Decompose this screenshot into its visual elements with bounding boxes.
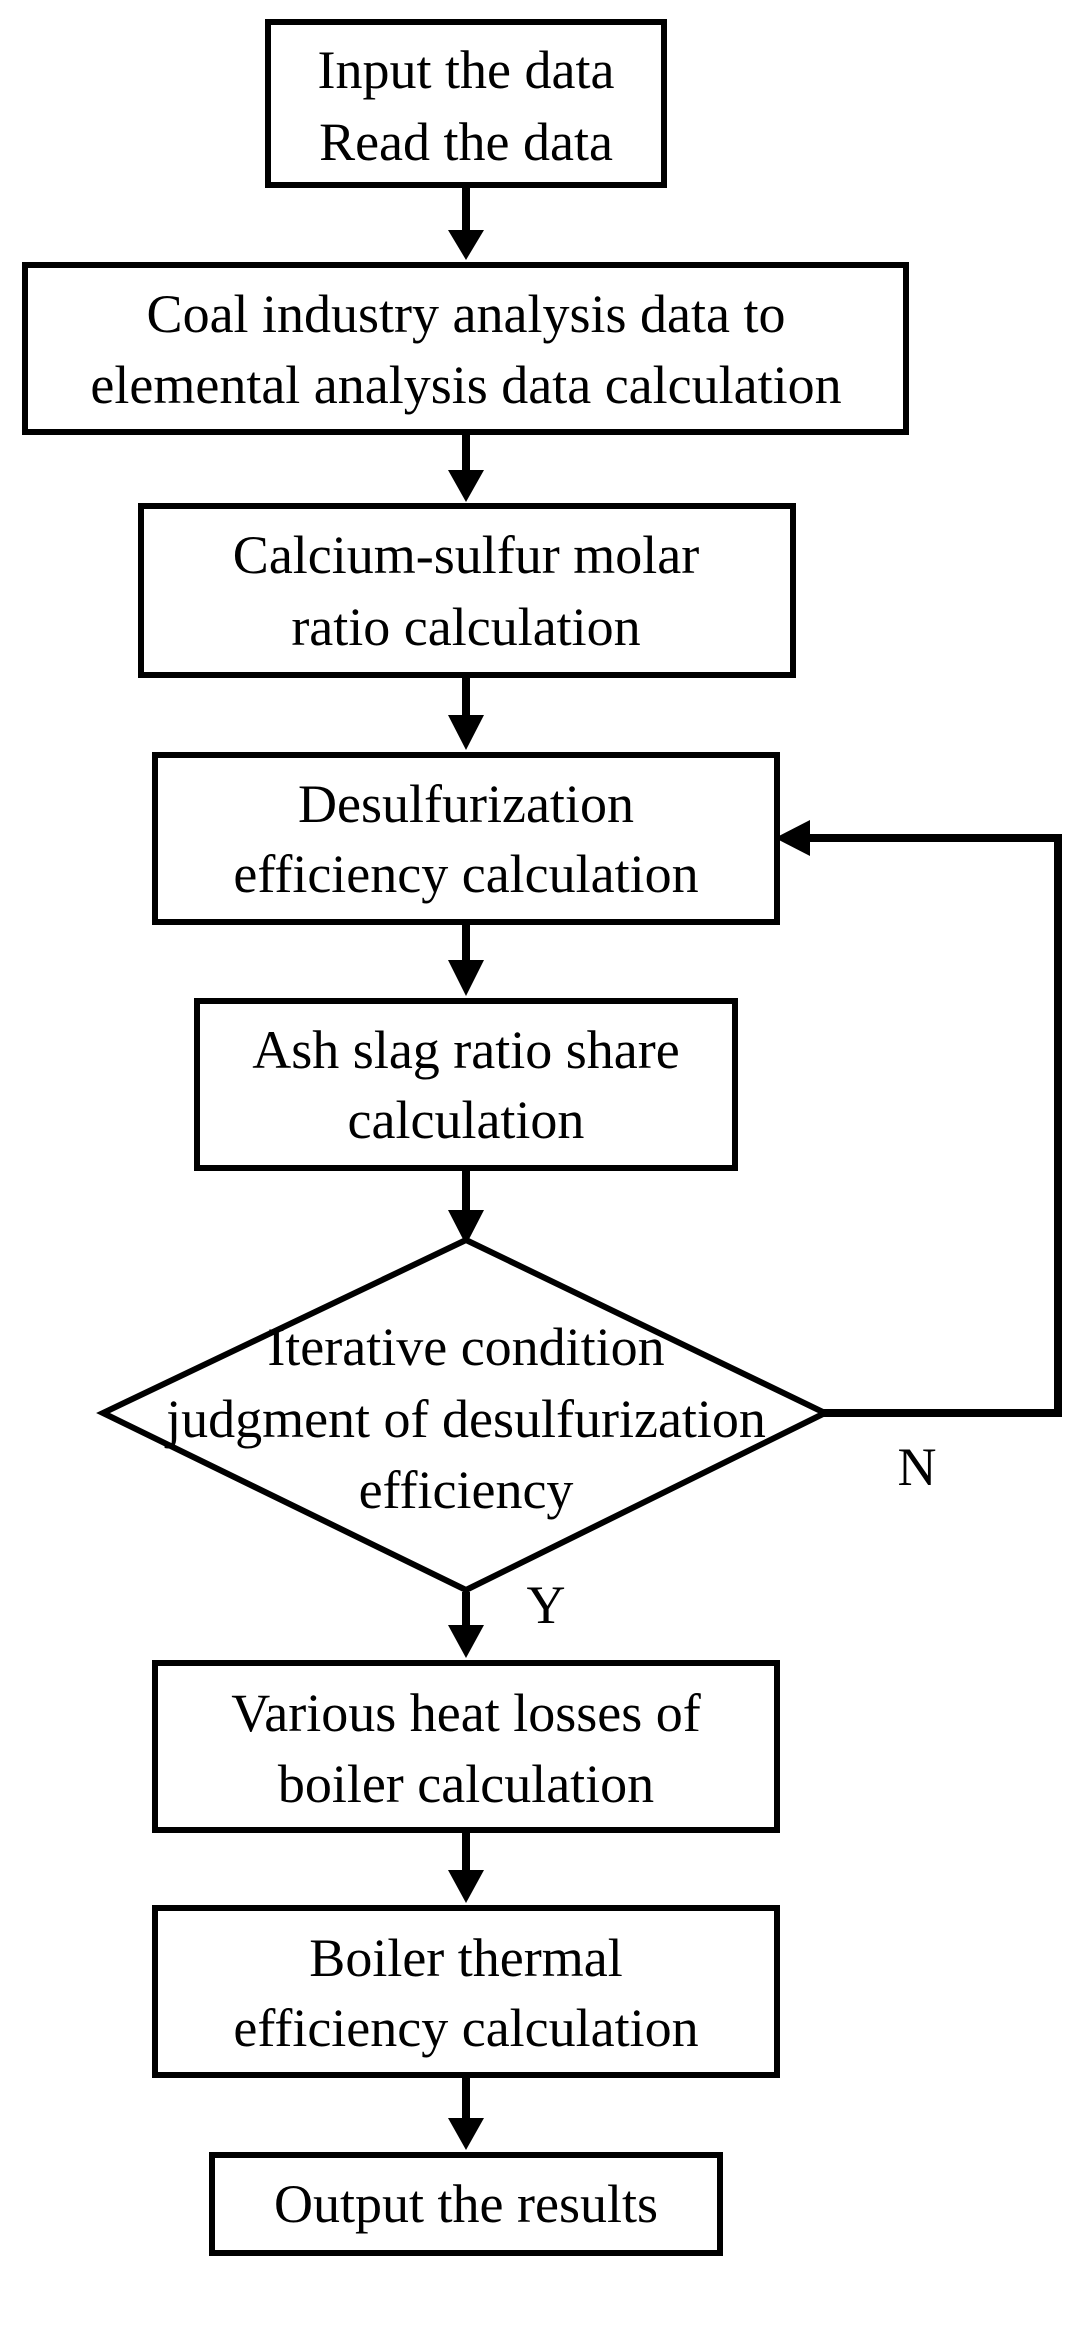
step-heat-losses: Various heat losses of boiler calculatio… [152, 1660, 780, 1833]
loop-back-line [805, 834, 1062, 1417]
step-input: Input the data Read the data [265, 19, 667, 188]
arrowhead-down-icon [448, 1870, 484, 1903]
arrowhead-down-icon [448, 1210, 484, 1245]
decision-line-1: Iterative condition [267, 1317, 664, 1377]
step-desulfurization: Desulfurization efficiency calculation [152, 752, 780, 925]
arrowhead-down-icon [448, 715, 484, 750]
decision-label-no: N [898, 1437, 937, 1497]
step-box [194, 998, 738, 1171]
arrowhead-down-icon [448, 230, 484, 260]
arrowhead-left-icon [775, 820, 810, 856]
step-thermal-efficiency: Boiler thermal efficiency calculation [152, 1905, 780, 2078]
decision-line-2: judgment of desulfurization [164, 1389, 766, 1449]
decision-iteration-check: Iterative condition judgment of desulfur… [96, 1236, 832, 1594]
step-desulfurization-line-1: Desulfurization [298, 774, 634, 834]
step-ca-s-ratio-line-2: ratio calculation [291, 597, 640, 657]
step-heat-losses-line-1: Various heat losses of [231, 1683, 700, 1743]
arrowhead-down-icon [448, 1625, 484, 1658]
step-box [152, 1660, 780, 1833]
arrowheads [448, 230, 810, 2150]
step-ca-s-ratio-line-1: Calcium-sulfur molar [233, 525, 699, 585]
step-input-line-2: Read the data [319, 112, 613, 172]
step-coal-analysis: Coal industry analysis data to elemental… [22, 262, 909, 435]
step-output: Output the results [209, 2152, 723, 2256]
step-desulfurization-line-2: efficiency calculation [233, 844, 698, 904]
step-box [152, 1905, 780, 2078]
step-ash-slag: Ash slag ratio share calculation [194, 998, 738, 1171]
step-box [152, 752, 780, 925]
decision-label-yes: Y [527, 1575, 566, 1635]
decision-diamond [96, 1236, 832, 1594]
step-thermal-efficiency-line-2: efficiency calculation [233, 1998, 698, 2058]
arrowhead-down-icon [448, 960, 484, 996]
arrowhead-down-icon [448, 2118, 484, 2150]
step-ash-slag-line-1: Ash slag ratio share [252, 1020, 679, 1080]
step-box [138, 503, 796, 678]
decision-line-3: efficiency [359, 1460, 574, 1520]
step-heat-losses-line-2: boiler calculation [278, 1754, 654, 1814]
step-output-line-1: Output the results [274, 2174, 658, 2234]
step-coal-analysis-line-1: Coal industry analysis data to [147, 284, 786, 344]
step-thermal-efficiency-line-1: Boiler thermal [309, 1928, 622, 1988]
step-box [209, 2152, 723, 2256]
step-ash-slag-line-2: calculation [348, 1090, 585, 1150]
step-coal-analysis-line-2: elemental analysis data calculation [90, 355, 841, 415]
connectors [462, 185, 1062, 2118]
step-box [22, 262, 909, 435]
step-input-line-1: Input the data [318, 40, 615, 100]
arrowhead-down-icon [448, 470, 484, 502]
step-box [265, 19, 667, 188]
step-ca-s-ratio: Calcium-sulfur molar ratio calculation [138, 503, 796, 678]
